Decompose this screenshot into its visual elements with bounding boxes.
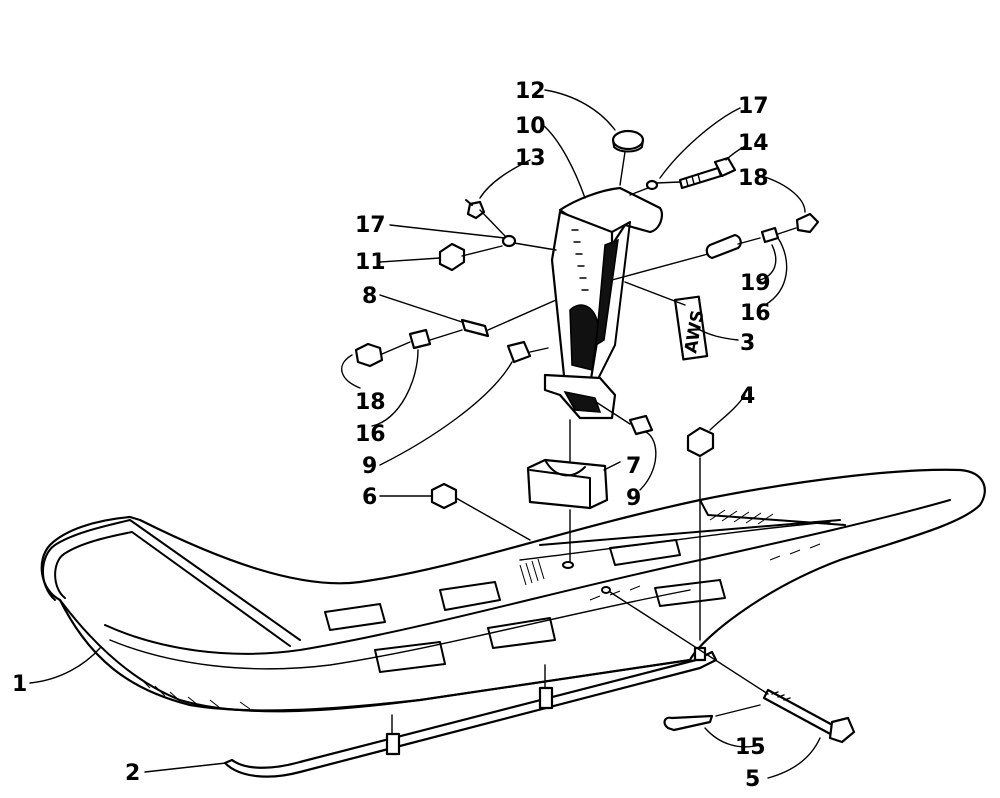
callout-16-right: 16	[740, 301, 771, 326]
callout-17-left: 17	[355, 213, 386, 238]
part-9-bushing-upper	[506, 340, 532, 364]
callout-18-left: 18	[355, 390, 386, 415]
callout-3: 3	[740, 331, 755, 356]
part-5-bolt	[762, 688, 856, 744]
part-8-bushing	[460, 318, 490, 338]
part-6-nut	[430, 482, 458, 510]
callout-11: 10	[515, 114, 546, 139]
callout-14: 14	[738, 131, 769, 156]
callout-4: 4	[740, 384, 755, 409]
callout-18-top: 18	[738, 166, 769, 191]
wear-bar	[223, 646, 718, 778]
callout-13: 13	[515, 146, 546, 171]
callout-6: 6	[362, 485, 377, 510]
callout-19: 19	[740, 271, 771, 296]
aws-decal: AWS	[673, 295, 708, 361]
part-7-saddle	[526, 458, 609, 510]
part-13-fitting	[465, 199, 486, 220]
part-17-washer-top	[645, 179, 659, 191]
callout-10: 11	[355, 250, 386, 275]
callout-12: 12	[515, 79, 546, 104]
part-19-spacer	[705, 233, 742, 260]
callout-16-left: 16	[355, 422, 386, 447]
part-10-nut	[438, 242, 466, 272]
spindle	[543, 186, 664, 420]
callout-9-right: 9	[626, 486, 641, 511]
part-4-nut	[686, 426, 715, 458]
part-12-cap	[611, 129, 645, 153]
part-16-bushing-left	[408, 328, 432, 350]
part-18-bolt-right	[795, 212, 820, 234]
callout-15: 15	[735, 735, 766, 760]
ski-body	[40, 468, 986, 713]
part-15-cotter-pin	[663, 714, 714, 732]
part-9-bushing-lower	[628, 414, 654, 436]
callout-1: 1	[12, 672, 27, 697]
part-16-bushing-right	[760, 226, 780, 244]
callout-7: 7	[626, 454, 641, 479]
callout-17-top: 17	[738, 94, 769, 119]
assembly-lines	[381, 151, 797, 735]
part-17-washer-left	[501, 234, 517, 248]
callout-8: 8	[362, 284, 377, 309]
callout-leaders	[29, 89, 821, 779]
ski-hatching	[139, 509, 821, 710]
part-14-bolt	[678, 156, 737, 190]
callout-labels: 12 10 17 14 18 13 17 11 8 19 16 3 18 16 …	[12, 79, 771, 792]
part-18-bolt-left	[354, 342, 384, 368]
callout-2: 2	[125, 761, 140, 786]
callout-9-left: 9	[362, 454, 377, 479]
callout-5: 5	[745, 767, 760, 792]
